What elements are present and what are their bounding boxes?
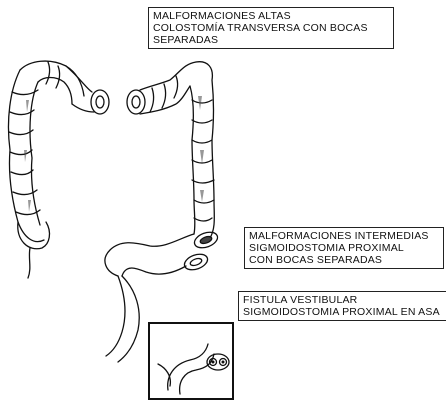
label-intermediate-malformations: MALFORMACIONES INTERMEDIAS SIGMOIDOSTOMI…: [244, 227, 444, 269]
descending-haustra: [192, 100, 214, 221]
label-intermediate-line1: MALFORMACIONES INTERMEDIAS: [249, 230, 439, 242]
inset-bowel-inner: [180, 354, 214, 394]
loop-colostomy-drawing: [150, 324, 232, 398]
sigmoid-loop-upper: [105, 234, 194, 276]
sigmoid-stoma-lower-lumen: [189, 257, 202, 267]
ascending-colon-outer: [8, 70, 44, 242]
sigmoid-stoma-upper-lumen: [199, 235, 212, 245]
label-high-line1: MALFORMACIONES ALTAS: [153, 10, 389, 22]
label-vestibular-fistula: FISTULA VESTIBULAR SIGMOIDOSTOMIA PROXIM…: [238, 291, 446, 321]
sigmoid-stoma-lower: [182, 251, 209, 272]
label-intermediate-line2: SIGMOIDOSTOMIA PROXIMAL: [249, 242, 439, 254]
transverse-distal-upper: [140, 62, 196, 90]
shading-descending: [198, 96, 204, 202]
label-vestibular-line1: FISTULA VESTIBULAR: [243, 294, 446, 306]
sigmoid-loop-lower: [122, 266, 186, 276]
label-high-line2: COLOSTOMÍA TRANSVERSA CON BOCAS: [153, 22, 389, 34]
rectum-right: [118, 276, 139, 362]
inset-bowel-outer: [168, 344, 208, 390]
appendix: [28, 248, 30, 278]
transverse-haustra-left: [46, 62, 60, 88]
proximal-stoma: [91, 90, 109, 114]
ascending-colon-inner: [30, 82, 40, 225]
transverse-proximal-outer: [66, 66, 92, 92]
transverse-haustra-right: [150, 76, 178, 112]
splenic-flexure: [196, 62, 214, 238]
loop-colostomy-inset: [148, 322, 234, 400]
label-high-line3: SEPARADAS: [153, 34, 389, 46]
label-intermediate-line3: CON BOCAS SEPARADAS: [249, 254, 439, 266]
label-vestibular-line2: SIGMOIDOSTOMIA PROXIMAL EN ASA: [243, 306, 446, 318]
label-high-malformations: MALFORMACIONES ALTAS COLOSTOMÍA TRANSVER…: [148, 7, 394, 49]
distal-stoma-lumen: [132, 96, 140, 108]
proximal-stoma-lumen: [96, 96, 104, 108]
hepatic-flexure: [20, 61, 84, 96]
distal-stoma: [127, 90, 145, 114]
cecum: [18, 222, 50, 249]
hepatic-flexure-inner: [38, 78, 72, 105]
rectum-left: [106, 276, 125, 356]
inset-skin-fold: [158, 364, 170, 386]
